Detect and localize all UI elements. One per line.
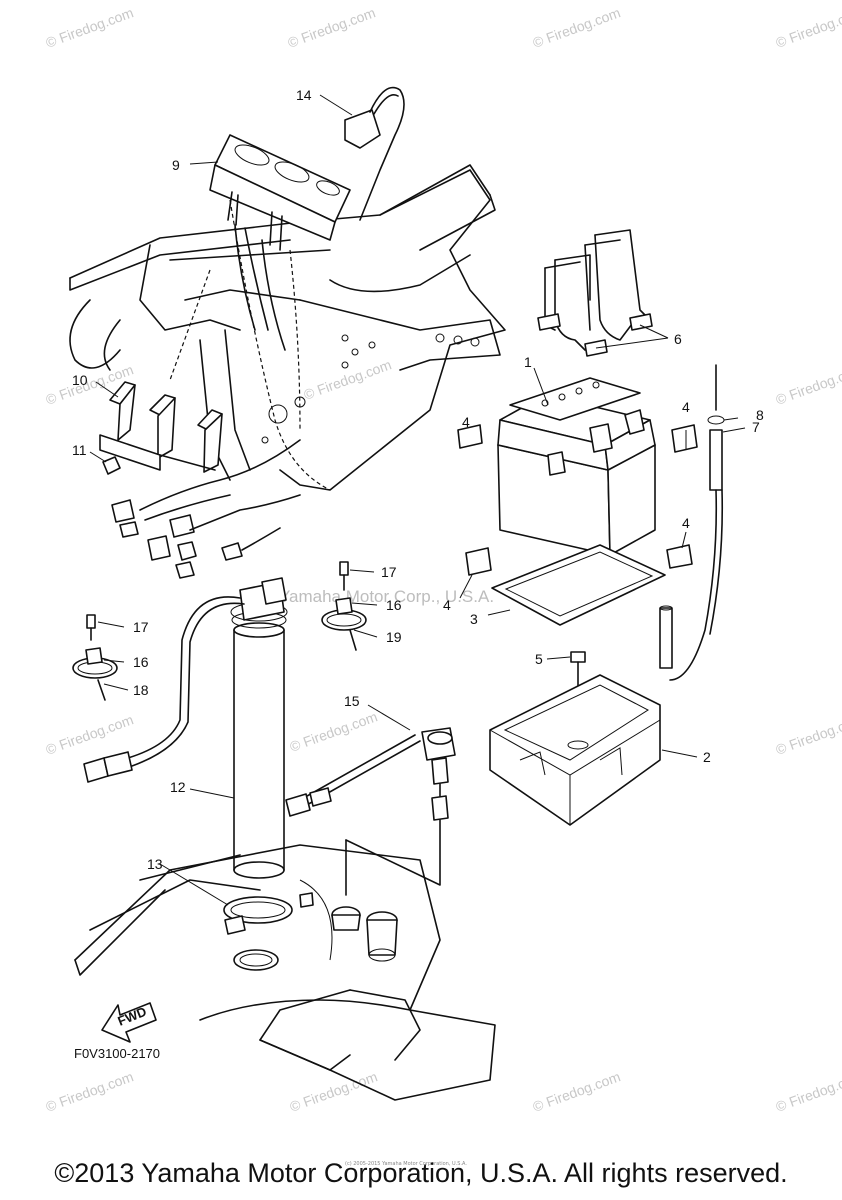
callout-15: 15 — [344, 693, 360, 709]
parts-diagram: © Firedog.com © Firedog.com © Firedog.co… — [44, 4, 842, 1115]
callout-19: 19 — [386, 629, 402, 645]
tiny-copyright-note: (c) 2005-2015 Yamaha Motor Corporation, … — [345, 1161, 467, 1167]
forward-arrow: FWD — [101, 1002, 157, 1043]
callout-6: 6 — [674, 331, 682, 347]
battery-mat-part-3 — [491, 544, 666, 626]
callout-layer: 14 9 10 11 1 6 4 4 4 4 3 7 8 5 2 17 16 1… — [72, 87, 764, 872]
callout-3: 3 — [470, 611, 478, 627]
callout-4: 4 — [682, 515, 690, 531]
watermark: © Firedog.com — [531, 1068, 623, 1115]
bracket-part-10 — [99, 381, 223, 473]
battery-box-part-2 — [489, 674, 661, 826]
breather-pipe-part-7 — [659, 429, 724, 681]
callout-16: 16 — [386, 597, 402, 613]
callout-17: 17 — [133, 619, 149, 635]
fuel-tank — [74, 844, 496, 1101]
callout-2: 2 — [703, 749, 711, 765]
watermark: © Firedog.com — [44, 711, 136, 758]
pad-part-4 — [457, 424, 698, 576]
hose-band-part-13 — [223, 896, 293, 935]
watermark: © Firedog.com — [44, 4, 136, 51]
connector-part-14 — [344, 86, 405, 221]
callout-18: 18 — [133, 682, 149, 698]
watermark: © Firedog.com — [531, 4, 623, 51]
sensor-lead-part-15 — [285, 727, 456, 896]
callout-12: 12 — [170, 779, 186, 795]
callout-5: 5 — [535, 651, 543, 667]
callout-16: 16 — [133, 654, 149, 670]
watermark: © Firedog.com — [44, 1068, 136, 1115]
leader-lines — [89, 94, 746, 906]
center-watermark: © Yamaha Motor Corp., U.S.A. — [262, 587, 494, 606]
clamp-part-16 — [72, 597, 367, 679]
watermark: © Firedog.com — [774, 4, 842, 51]
callout-8: 8 — [756, 407, 764, 423]
watermark: © Firedog.com — [774, 711, 842, 758]
hose-clamp-part-18 — [97, 679, 106, 701]
hose-clamp-part-19 — [349, 629, 357, 651]
copyright-footer: ©2013 Yamaha Motor Corporation, U.S.A. A… — [54, 1158, 788, 1188]
fuel-sender-part-12 — [83, 577, 288, 879]
callout-9: 9 — [172, 157, 180, 173]
callout-17: 17 — [381, 564, 397, 580]
callout-10: 10 — [72, 372, 88, 388]
watermark: © Firedog.com — [288, 708, 380, 755]
watermark: © Firedog.com — [774, 361, 842, 408]
callout-13: 13 — [147, 856, 163, 872]
callout-4: 4 — [443, 597, 451, 613]
grommet — [331, 906, 398, 962]
watermark: © Firedog.com — [774, 1068, 842, 1115]
fitting-part-17 — [86, 561, 349, 641]
clip-part-8 — [707, 364, 725, 425]
callout-1: 1 — [524, 354, 532, 370]
wire-harness — [111, 439, 301, 579]
callout-14: 14 — [296, 87, 312, 103]
clip-part-11 — [102, 456, 121, 475]
battery-part-1 — [497, 377, 656, 556]
callout-4: 4 — [462, 414, 470, 430]
watermark: © Firedog.com — [286, 4, 378, 51]
watermark-layer: © Firedog.com © Firedog.com © Firedog.co… — [44, 4, 842, 1115]
watermark: © Firedog.com — [288, 1068, 380, 1115]
vehicle-frame — [69, 164, 506, 491]
callout-11: 11 — [72, 442, 87, 458]
callout-4: 4 — [682, 399, 690, 415]
meter-housing-part-9 — [209, 134, 351, 351]
battery-band-part-6 — [537, 229, 653, 357]
diagram-code: F0V3100-2170 — [74, 1046, 160, 1061]
callout-7: 7 — [752, 419, 760, 435]
